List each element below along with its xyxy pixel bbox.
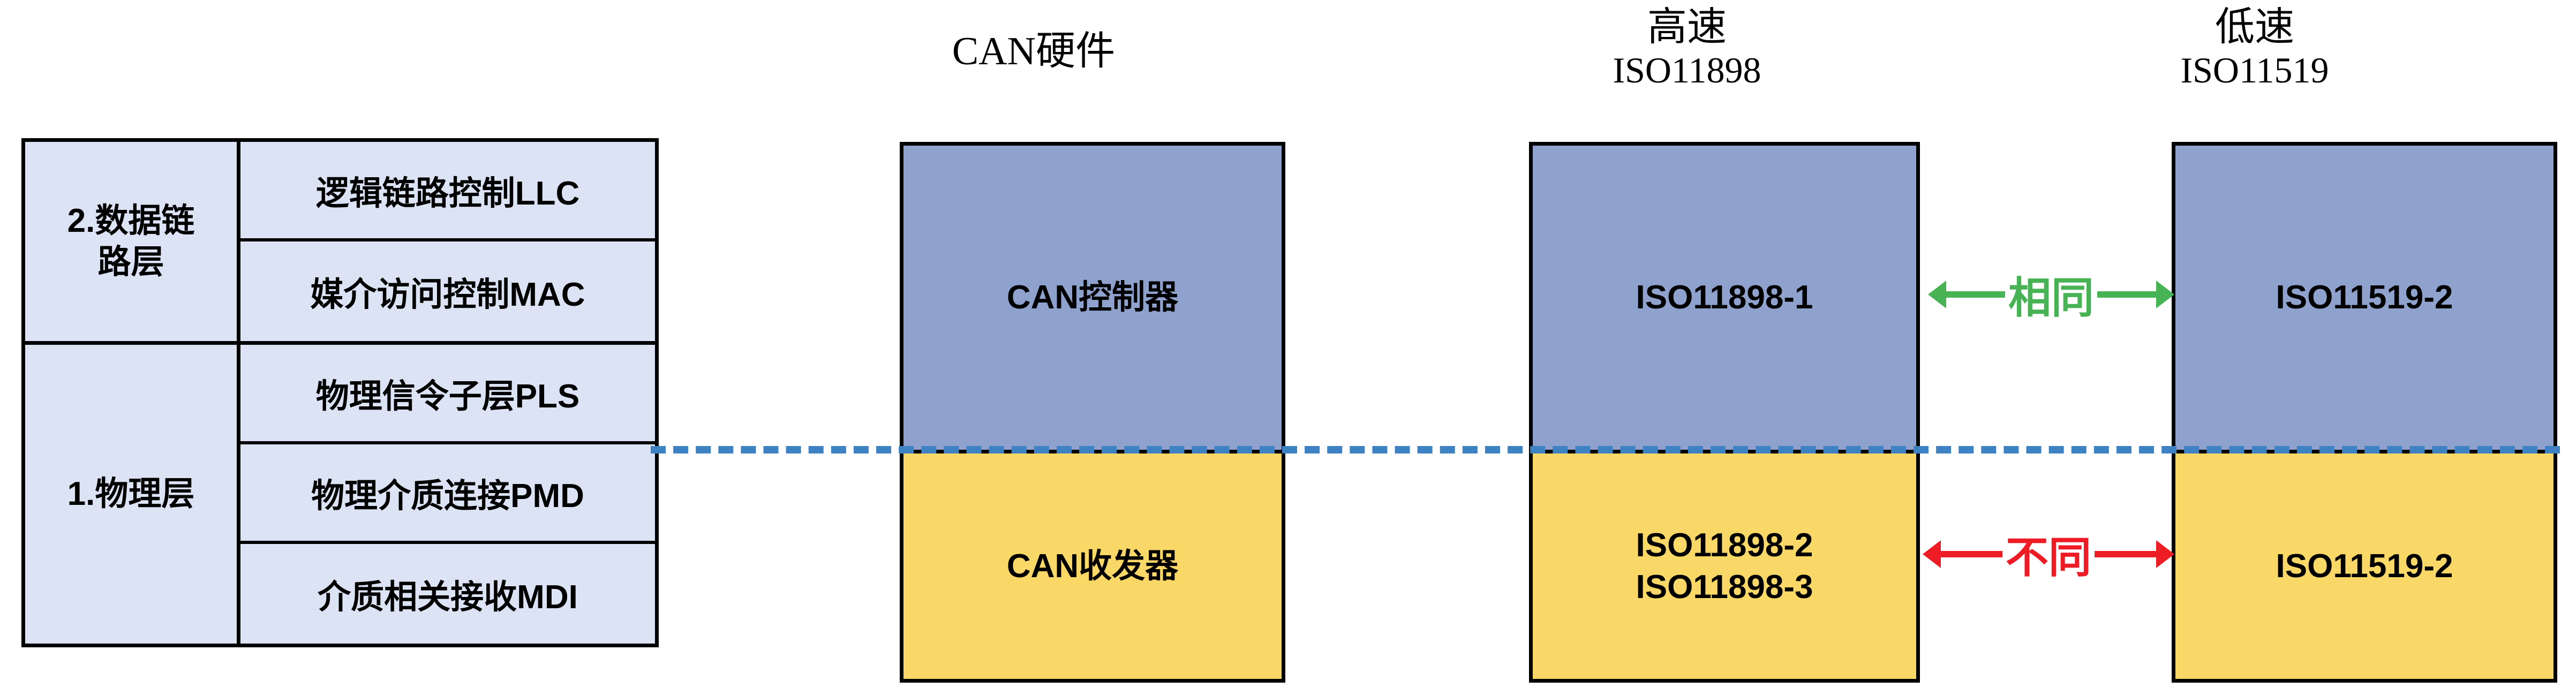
arrow-head-left-icon: [1928, 281, 1946, 308]
box-iso11519-2-lower: ISO11519-2: [2175, 450, 2554, 679]
box-iso11898-1: ISO11898-1: [1533, 146, 1916, 450]
box-can-transceiver: CAN收发器: [903, 450, 1282, 679]
osi-physical-label: 1.物理层: [25, 345, 237, 644]
box-can-controller: CAN控制器: [903, 146, 1282, 450]
osi-sublayer-mdi: 介质相关接收MDI: [240, 544, 655, 644]
osi-physical-row: 1.物理层 物理信令子层PLS 物理介质连接PMD 介质相关接收MDI: [25, 341, 655, 644]
osi-sublayer-mac: 媒介访问控制MAC: [240, 241, 655, 341]
osi-layer-table: 2.数据链 路层 逻辑链路控制LLC 媒介访问控制MAC 1.物理层 物理信令子…: [21, 138, 659, 647]
column-title-low-speed-line1: 低速: [2215, 5, 2294, 49]
osi-sublayer-pls: 物理信令子层PLS: [240, 345, 655, 444]
stack-high-speed: ISO11898-1 ISO11898-2 ISO11898-3: [1529, 142, 1920, 683]
box-iso11898-2-3: ISO11898-2 ISO11898-3: [1533, 450, 1916, 679]
arrow-shaft-left-red: [1941, 551, 2002, 557]
annotation-different-label: 不同: [2006, 535, 2091, 582]
annotation-same: 相同: [1928, 268, 2174, 322]
arrow-shaft-left: [1946, 291, 2005, 298]
osi-datalink-label: 2.数据链 路层: [25, 142, 237, 341]
arrow-shaft-right: [2097, 291, 2156, 298]
stack-low-speed: ISO11519-2 ISO11519-2: [2172, 142, 2557, 683]
osi-sublayer-llc: 逻辑链路控制LLC: [240, 142, 655, 241]
box-iso11519-2-upper: ISO11519-2: [2175, 146, 2554, 450]
osi-datalink-sublayers: 逻辑链路控制LLC 媒介访问控制MAC: [237, 142, 655, 341]
stack-can-hardware: CAN控制器 CAN收发器: [900, 142, 1285, 683]
column-title-high-speed-line2: ISO11898: [1613, 49, 1761, 90]
column-title-can-hardware: CAN硬件: [793, 29, 1275, 74]
annotation-different: 不同: [1923, 527, 2174, 582]
arrow-head-left-icon-red: [1923, 540, 1941, 568]
physical-layer-divider: [651, 446, 2560, 453]
osi-sublayer-pmd: 物理介质连接PMD: [240, 444, 655, 544]
column-title-low-speed: 低速 ISO11519: [1955, 5, 2555, 90]
arrow-shaft-right-red: [2095, 551, 2156, 557]
column-title-high-speed: 高速 ISO11898: [1285, 5, 2089, 90]
arrow-head-right-icon-red: [2156, 540, 2174, 568]
column-title-can-hardware-line1: CAN硬件: [952, 29, 1116, 73]
osi-datalink-row: 2.数据链 路层 逻辑链路控制LLC 媒介访问控制MAC: [25, 142, 655, 341]
column-title-low-speed-line2: ISO11519: [2180, 49, 2329, 90]
arrow-head-right-icon: [2156, 281, 2174, 308]
annotation-same-label: 相同: [2008, 275, 2094, 322]
column-title-high-speed-line1: 高速: [1647, 5, 1727, 49]
osi-physical-sublayers: 物理信令子层PLS 物理介质连接PMD 介质相关接收MDI: [237, 345, 655, 644]
